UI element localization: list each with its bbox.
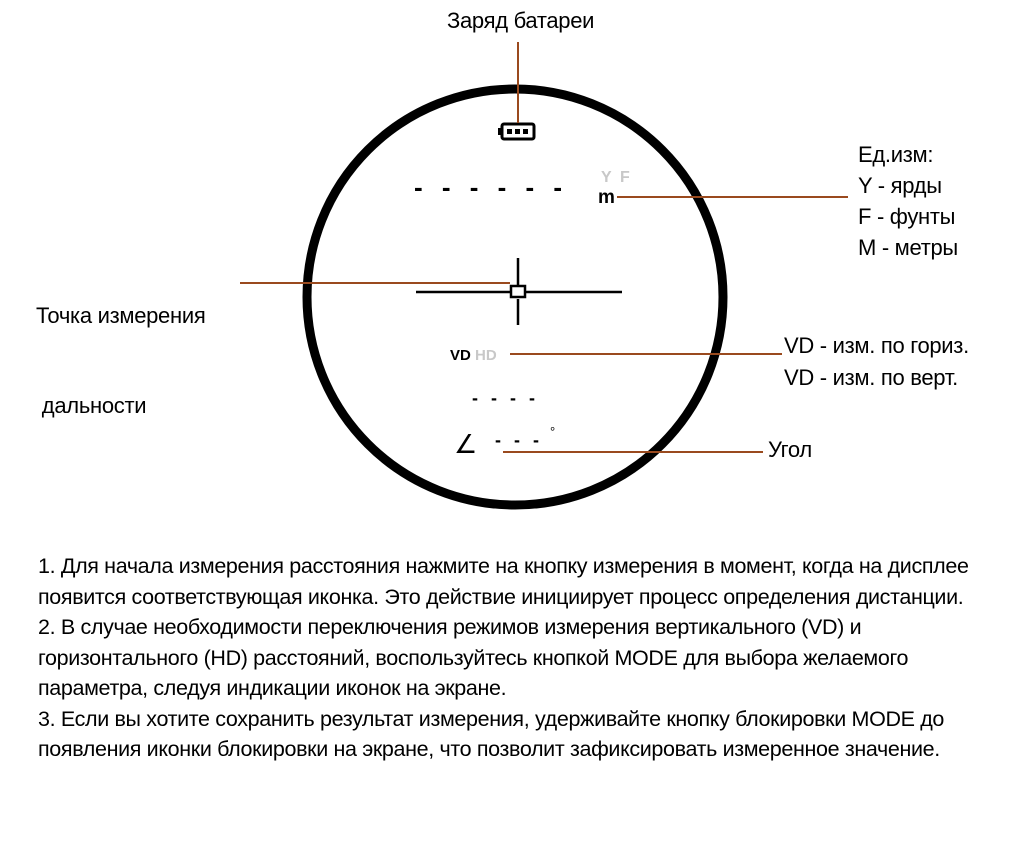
degree-symbol: °: [550, 424, 555, 439]
rangefinder-display-diagram: - - - - - - Y F m VD HD - - - - ∠ - - - …: [36, 8, 969, 510]
vd-hd-line-2: VD - изм. по верт.: [784, 365, 958, 390]
units-label-title: Ед.изм:: [858, 142, 934, 167]
distance-readout: - - - - - -: [414, 172, 568, 202]
mode-vd-indicator: VD: [450, 347, 471, 364]
angle-label: Угол: [768, 437, 812, 462]
secondary-readout: - - - -: [472, 388, 539, 408]
unit-y-indicator: Y: [601, 169, 612, 186]
units-label-yards: Y - ярды: [858, 173, 942, 198]
units-label-meters: M - метры: [858, 235, 958, 260]
measure-point-line-2: дальности: [36, 393, 147, 418]
vd-hd-label: VD - изм. по гориз. VD - изм. по верт.: [784, 330, 969, 394]
measure-point-label: Точка измерения дальности: [36, 241, 206, 481]
leader-lines: [240, 42, 848, 453]
angle-readout: - - -: [495, 430, 543, 450]
vd-hd-line-1: VD - изм. по гориз.: [784, 333, 969, 358]
instructions-text: 1. Для начала измерения расстояния нажми…: [38, 551, 1008, 765]
battery-label: Заряд батареи: [447, 8, 595, 33]
instruction-step-2: 2. В случае необходимости переключения р…: [38, 615, 909, 700]
instruction-step-1: 1. Для начала измерения расстояния нажми…: [38, 554, 969, 609]
unit-f-indicator: F: [620, 169, 630, 186]
measure-point-line-1: Точка измерения: [36, 303, 206, 328]
units-label-feet: F - фунты: [858, 204, 956, 229]
unit-m-indicator: m: [598, 187, 615, 208]
crosshair-icon: [416, 258, 622, 325]
angle-icon: ∠: [454, 430, 477, 460]
instruction-step-3: 3. Если вы хотите сохранить результат из…: [38, 706, 945, 762]
viewfinder-svg: - - - - - - Y F m VD HD - - - - ∠ - - - …: [240, 42, 848, 510]
units-label: Ед.изм: Y - ярды F - фунты M - метры: [858, 139, 958, 263]
battery-icon: [498, 122, 536, 141]
viewfinder-ring: [302, 84, 728, 510]
mode-hd-indicator: HD: [475, 347, 497, 364]
